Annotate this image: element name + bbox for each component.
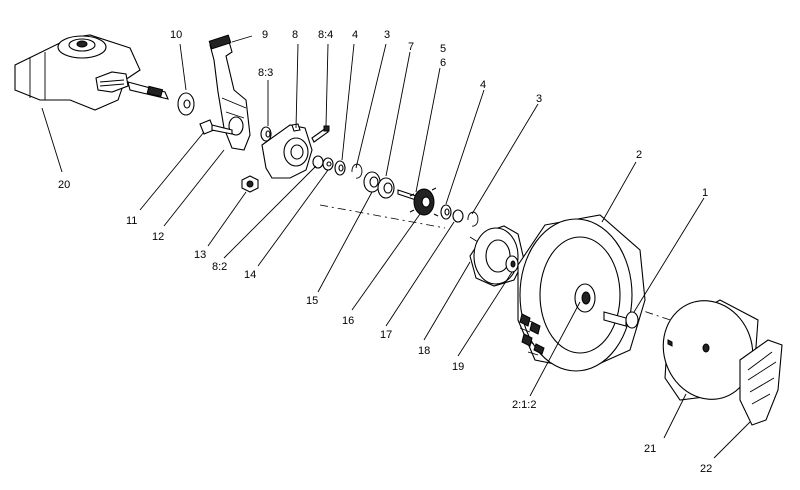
part-10-washer xyxy=(177,92,195,116)
part-8-2-spacer xyxy=(312,155,324,169)
part-18-drive-cup xyxy=(469,225,525,287)
callout-19: 19 xyxy=(452,361,464,373)
part-13-nut xyxy=(241,175,259,193)
callout-3-left: 3 xyxy=(384,29,390,41)
part-5-6-pin-and-key xyxy=(397,189,417,201)
callout-3-right: 3 xyxy=(536,93,542,105)
callout-11: 11 xyxy=(126,215,137,227)
part-3-retaining-clip-left xyxy=(351,163,363,179)
part-8-3-bushing xyxy=(260,126,272,142)
callout-16: 16 xyxy=(342,315,354,327)
callout-8: 8 xyxy=(292,29,298,41)
callout-21: 21 xyxy=(644,443,656,455)
callout-22: 22 xyxy=(700,463,712,475)
part-4-washer-left xyxy=(334,160,346,176)
leader-lines xyxy=(41,35,751,459)
part-3-retaining-clip-right xyxy=(467,211,479,227)
part-7-bearing xyxy=(377,177,395,199)
part-22-wheel-cover xyxy=(739,339,783,426)
part-8-wheel-bracket xyxy=(261,123,313,179)
callout-13: 13 xyxy=(194,249,206,261)
part-21-hub-cap xyxy=(662,299,759,401)
callout-8-2: 8:2 xyxy=(212,261,227,273)
part-1-axle-bolt xyxy=(603,311,639,329)
part-14-washer xyxy=(322,157,334,171)
part-8-4-screw xyxy=(311,125,330,143)
callout-4-right: 4 xyxy=(480,79,486,91)
part-16-pinion-gear xyxy=(409,187,439,217)
callout-10: 10 xyxy=(170,29,182,41)
callout-5: 5 xyxy=(440,43,446,55)
callout-4-left: 4 xyxy=(352,29,358,41)
part-20-transmission-housing xyxy=(14,34,169,111)
callout-labels: 9 10 8:3 8 8:4 4 3 7 5 6 4 3 2 1 20 11 1… xyxy=(58,29,712,475)
callout-9: 9 xyxy=(262,29,268,41)
callout-2-1-2: 2:1:2 xyxy=(512,399,536,411)
callout-1: 1 xyxy=(702,187,708,199)
callout-8-3: 8:3 xyxy=(258,67,273,79)
callout-15: 15 xyxy=(306,295,318,307)
callout-8-4: 8:4 xyxy=(318,29,333,41)
callout-17: 17 xyxy=(380,329,392,341)
callout-7: 7 xyxy=(408,41,414,53)
part-19-washer xyxy=(505,255,519,273)
part-9-height-lever-bracket xyxy=(208,34,251,151)
part-2-wheel-tire xyxy=(517,214,646,372)
part-17-bushing xyxy=(452,209,464,223)
callout-14: 14 xyxy=(244,269,256,281)
callout-12: 12 xyxy=(152,231,164,243)
callout-6: 6 xyxy=(440,57,446,69)
part-11-bolt xyxy=(199,119,233,135)
callout-2: 2 xyxy=(636,149,642,161)
callout-18: 18 xyxy=(418,345,430,357)
part-4-washer-right xyxy=(440,204,452,220)
callout-20: 20 xyxy=(58,179,70,191)
